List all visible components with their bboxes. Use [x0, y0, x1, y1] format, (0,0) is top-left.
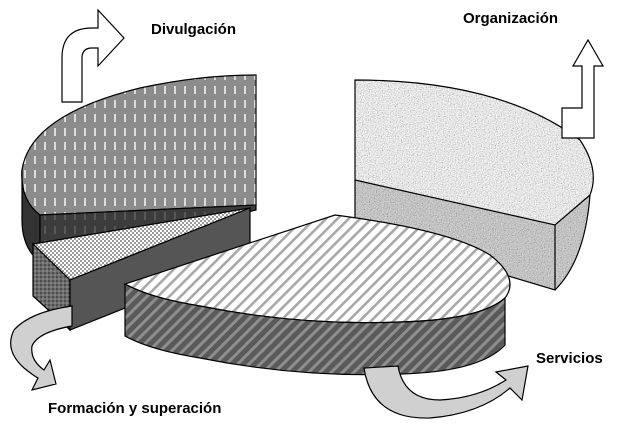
curved-arrow-up-right-icon — [61, 8, 125, 103]
curved-arrow-down-right-icon — [10, 305, 73, 391]
segment-servicios — [123, 214, 511, 376]
label-divulgacion: Divulgación — [151, 21, 237, 38]
bent-arrow-up-icon — [561, 38, 605, 139]
curved-arrow-up-right-icon — [363, 365, 529, 419]
label-formacion: Formación y superación — [48, 400, 222, 417]
label-organizacion: Organización — [463, 10, 559, 27]
label-servicios: Servicios — [536, 350, 603, 367]
